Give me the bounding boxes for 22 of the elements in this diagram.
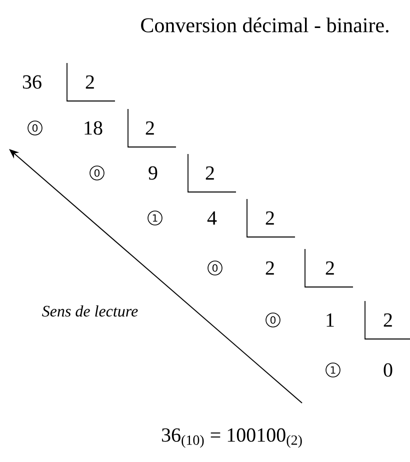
number: 4 xyxy=(207,211,217,225)
divisor: 2 xyxy=(266,211,274,225)
remainder-digit: 0 xyxy=(208,260,222,276)
divisor: 2 xyxy=(206,166,214,180)
number: 18 xyxy=(84,121,102,135)
result-formula: 36$_{(10)}$ = 100100$_{(2)}$ xyxy=(162,428,302,448)
divisor: 2 xyxy=(326,261,334,275)
number: 0 xyxy=(384,363,392,377)
number: 9 xyxy=(148,166,158,180)
remainder-digit: 0 xyxy=(266,312,280,328)
remainder-digit: 1 xyxy=(148,210,162,226)
number: 2 xyxy=(266,261,274,275)
remainder-digit: 0 xyxy=(90,166,104,180)
number: 1 xyxy=(326,313,334,327)
title: Conversion décimal - binaire. xyxy=(141,18,388,32)
remainder-digit: 1 xyxy=(326,362,340,378)
divisor: 2 xyxy=(146,121,154,135)
number: 36 xyxy=(22,75,42,89)
remainder-digit: 0 xyxy=(28,120,42,136)
divisor: 2 xyxy=(384,313,392,327)
reading-direction-label: Sens de lecture xyxy=(42,305,138,317)
divisor: 2 xyxy=(86,75,94,89)
